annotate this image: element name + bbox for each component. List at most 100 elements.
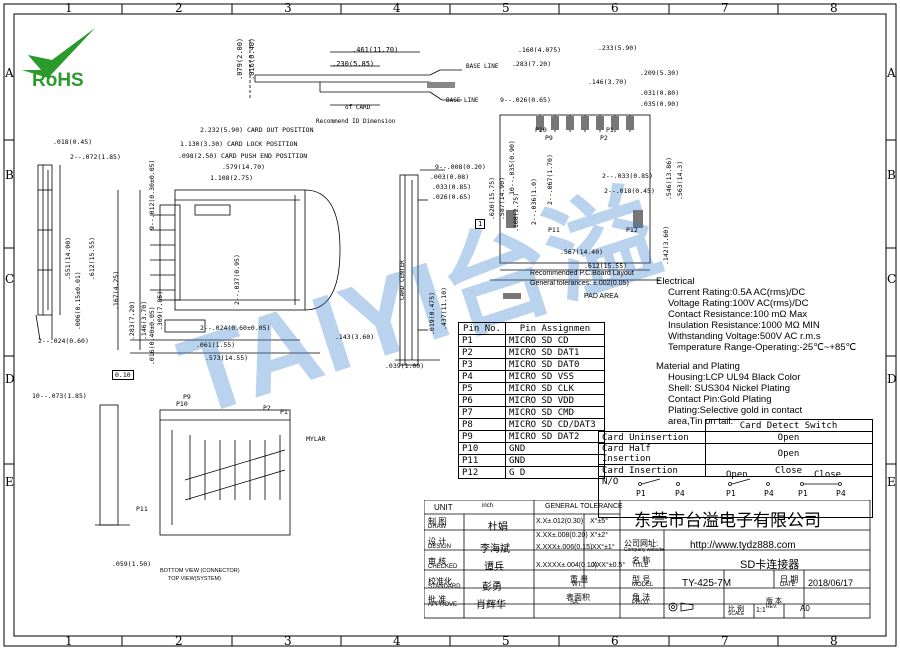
tb-website-en: Company website <box>624 547 664 553</box>
tb-tol2b: X°±2° <box>590 532 609 539</box>
dim-label: 2.232(5.90) CARD OUT POSITION <box>200 126 314 134</box>
material-line: Plating:Selective gold in contact <box>668 405 803 416</box>
zone-col-4-bottom: 4 <box>393 634 401 648</box>
cd-state: Card Half Insertion <box>598 443 706 465</box>
pin-assign: MICRO SD CD <box>505 334 605 347</box>
cd-p1: P1 <box>636 489 646 498</box>
tb-scale-value: 1:1 <box>756 607 766 614</box>
dim-label: P12 <box>626 226 638 234</box>
zone-row-a-right: A <box>887 66 896 80</box>
zone-col-5: 5 <box>502 1 510 15</box>
dim-label: .142(3.60) <box>662 225 670 265</box>
tb-date-cn: 日 期 <box>780 575 799 584</box>
zone-col-1-bottom: 1 <box>65 634 73 648</box>
tolerance-caption: General tolerances: ±.002(0.05) <box>530 280 629 287</box>
tb-tol3b: .XX°±1° <box>590 544 615 551</box>
dim-label: P9 <box>545 134 553 142</box>
tb-weight-cn: 重 量 <box>570 575 589 584</box>
tb-draw-name: 杜娟 <box>488 522 508 533</box>
tb-company: 东莞市台溢电子有限公司 <box>634 511 821 530</box>
top-view-caption: TOP VIEW(SYSTEM) <box>168 576 221 582</box>
dim-label: .567(14.40) <box>560 248 604 256</box>
pin-no: P7 <box>458 406 506 419</box>
dim-label: 2--.018(0.45) <box>604 187 655 195</box>
tb-name-cn: 名 称 <box>632 556 651 565</box>
dim-label: 1.108(2.75) <box>210 174 254 182</box>
dim-label: 9--.008(0.20) <box>435 163 486 171</box>
dim-label: .230(5.85) <box>332 60 375 68</box>
title-block-grid <box>424 500 871 619</box>
zone-col-3-bottom: 3 <box>284 634 292 648</box>
dim-label: .061(1.55) <box>196 341 236 349</box>
dim-label: Recommend ID Dimension <box>316 118 396 125</box>
dim-label: .546(13.86) <box>665 156 673 200</box>
tb-checked-en: CHECKED <box>428 564 458 570</box>
pcb-caption: Recommended P.C.Board Layout <box>530 270 634 277</box>
dim-label: .006(0.15±0.01) <box>74 271 82 330</box>
tb-unit-value: inch <box>482 503 494 509</box>
dim-label: .003(0.08) <box>430 173 470 181</box>
electrical-title: Electrical <box>656 276 695 287</box>
pin-no: P6 <box>458 394 506 407</box>
cd-p4: P4 <box>836 489 846 498</box>
tb-rev-value: A0 <box>800 604 810 613</box>
dim-label: .233(5.90) <box>598 44 638 52</box>
tb-website[interactable]: http://www.tydz888.com <box>690 540 796 551</box>
pin-no: P9 <box>458 430 506 443</box>
dim-label: MYLAR <box>306 435 326 443</box>
dim-label: .283(7.20) <box>512 60 552 68</box>
card-center-view <box>395 169 445 366</box>
dim-label: .551(14.00) <box>64 236 72 280</box>
dim-label: P11 <box>136 505 148 513</box>
pin-header-no: Pin No. <box>458 322 506 335</box>
pin-assign: MICRO SD VSS <box>505 370 605 383</box>
tb-tol4b: .XXX°±0.5° <box>590 562 626 569</box>
top-profile-view <box>249 40 462 106</box>
dim-label: .108(2.75) <box>512 192 520 232</box>
tb-draw-en: DRAW <box>428 524 447 530</box>
dim-label: .059(1.50) <box>112 560 152 568</box>
dim-label: .309(7.85) <box>156 290 164 330</box>
dim-label: .031(0.80) <box>640 89 680 97</box>
tb-approve-name: 肖辉华 <box>476 600 506 611</box>
dim-label: P1 <box>280 408 288 416</box>
bottom-view <box>95 404 291 536</box>
zone-col-3: 3 <box>284 1 292 15</box>
tb-standard-en: STANDARD <box>428 584 461 590</box>
spec-line: Contact Resistance:100 mΩ Max <box>668 309 808 320</box>
zone-row-b-right: B <box>887 168 896 182</box>
cd-p4: P4 <box>764 489 774 498</box>
zone-row-c: C <box>5 272 15 286</box>
cd-switch-symbols <box>638 478 842 486</box>
pin-header-assign: Pin Assignmen <box>505 322 605 335</box>
dim-label: .033(0.85) <box>432 183 472 191</box>
tb-rev-en: REV. <box>766 604 778 610</box>
tb-finish-en: SA. <box>570 600 580 606</box>
dim-label: P1 <box>606 126 614 134</box>
tb-scale-en: SCALE <box>728 611 745 617</box>
tb-tol3: X.XXX±.006(0.15) <box>536 544 593 551</box>
dim-label: .437(11.10) <box>440 286 448 330</box>
zone-row-d-right: D <box>887 372 897 386</box>
pin-assign: MICRO SD CD/DAT3 <box>505 418 605 431</box>
dim-label: 2--.024(0.60±0.05) <box>200 324 271 332</box>
spec-line: Current Rating:0.5A AC(rms)/DC <box>668 287 806 298</box>
dim-label: of CARD <box>345 104 371 111</box>
tb-tol4: X.XXXX±.004(0.10) <box>536 562 598 569</box>
pin-assign: MICRO SD DAT2 <box>505 430 605 443</box>
zone-row-c-right: C <box>887 272 897 286</box>
material-line: Contact Pin:Gold Plating <box>668 394 772 405</box>
dim-label: .035(0.90) <box>640 100 680 108</box>
cd-p1: P1 <box>798 489 808 498</box>
pin-no: P2 <box>458 346 506 359</box>
pin-assign: GND <box>505 442 605 455</box>
material-line: Housing:LCP UL94 Black Color <box>668 372 801 383</box>
tb-scale-cn: 比 例 <box>728 606 744 613</box>
